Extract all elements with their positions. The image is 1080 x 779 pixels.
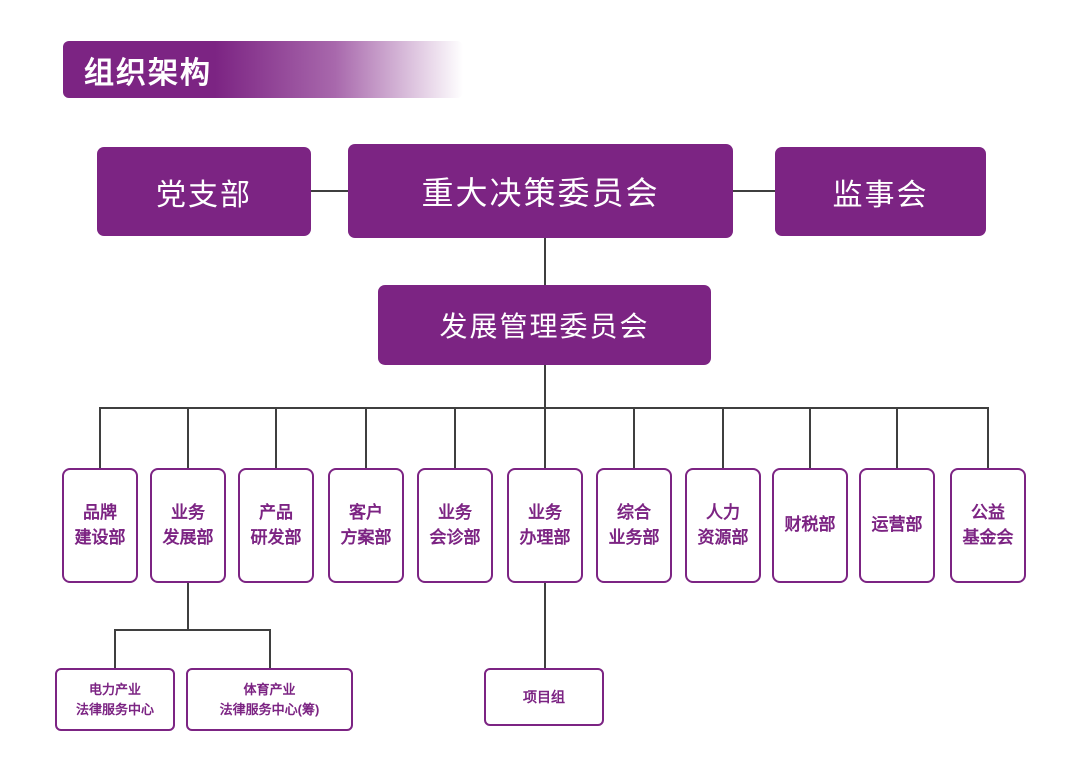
node-project-group: 项目组 bbox=[484, 668, 604, 726]
connector-line bbox=[896, 407, 898, 468]
node-dept-business-development: 业务 发展部 bbox=[150, 468, 226, 583]
node-label: 财税部 bbox=[784, 515, 836, 535]
node-label: 业务 发展部 bbox=[162, 502, 214, 547]
connector-line bbox=[187, 407, 189, 468]
connector-line bbox=[114, 629, 116, 668]
node-dept-business-handling: 业务 办理部 bbox=[507, 468, 583, 583]
connector-line bbox=[544, 407, 546, 468]
node-sports-legal-center: 体育产业 法律服务中心(筹) bbox=[186, 668, 353, 731]
connector-line bbox=[99, 407, 101, 468]
node-label: 发展管理委员会 bbox=[439, 311, 650, 342]
node-dept-human-resources: 人力 资源部 bbox=[685, 468, 761, 583]
connector-line bbox=[454, 407, 456, 468]
node-label: 电力产业 法律服务中心 bbox=[75, 682, 154, 717]
node-label: 监事会 bbox=[832, 178, 929, 212]
connector-line bbox=[722, 407, 724, 468]
node-major-decision-committee: 重大决策委员会 bbox=[348, 144, 733, 238]
connector-line bbox=[633, 407, 635, 468]
node-dept-operations: 运营部 bbox=[859, 468, 935, 583]
node-label: 重大决策委员会 bbox=[421, 175, 660, 211]
connector-line bbox=[733, 190, 775, 192]
node-dept-product-rd: 产品 研发部 bbox=[238, 468, 314, 583]
connector-line bbox=[269, 629, 271, 668]
node-label: 体育产业 法律服务中心(筹) bbox=[219, 682, 320, 717]
node-dept-charity-foundation: 公益 基金会 bbox=[950, 468, 1026, 583]
node-electric-power-legal-center: 电力产业 法律服务中心 bbox=[55, 668, 175, 731]
node-supervisory-board: 监事会 bbox=[775, 147, 986, 236]
node-label: 客户 方案部 bbox=[340, 502, 392, 547]
node-label: 业务 会诊部 bbox=[429, 502, 481, 547]
node-label: 产品 研发部 bbox=[250, 502, 302, 547]
connector-line bbox=[114, 629, 270, 631]
connector-line bbox=[365, 407, 367, 468]
node-label: 人力 资源部 bbox=[697, 502, 749, 547]
connector-line bbox=[275, 407, 277, 468]
node-label: 项目组 bbox=[523, 688, 565, 705]
node-dept-comprehensive-business: 综合 业务部 bbox=[596, 468, 672, 583]
node-dept-brand-building: 品牌 建设部 bbox=[62, 468, 138, 583]
node-dept-business-consultation: 业务 会诊部 bbox=[417, 468, 493, 583]
connector-line bbox=[987, 407, 989, 468]
node-label: 运营部 bbox=[871, 515, 923, 535]
node-label: 综合 业务部 bbox=[608, 502, 660, 547]
node-dept-finance-tax: 财税部 bbox=[772, 468, 848, 583]
connector-line bbox=[544, 238, 546, 285]
connector-line bbox=[544, 583, 546, 668]
node-label: 品牌 建设部 bbox=[74, 502, 126, 547]
node-label: 党支部 bbox=[156, 178, 252, 212]
node-dept-customer-solutions: 客户 方案部 bbox=[328, 468, 404, 583]
node-label: 业务 办理部 bbox=[519, 502, 571, 547]
connector-line bbox=[311, 190, 348, 192]
connector-line bbox=[544, 365, 546, 408]
connector-line bbox=[809, 407, 811, 468]
node-label: 公益 基金会 bbox=[962, 502, 1014, 547]
connector-line bbox=[187, 583, 189, 631]
node-development-management-committee: 发展管理委员会 bbox=[378, 285, 711, 365]
title-banner: 组织架构 bbox=[63, 41, 463, 98]
node-party-branch: 党支部 bbox=[97, 147, 311, 236]
page-title: 组织架构 bbox=[84, 56, 212, 90]
